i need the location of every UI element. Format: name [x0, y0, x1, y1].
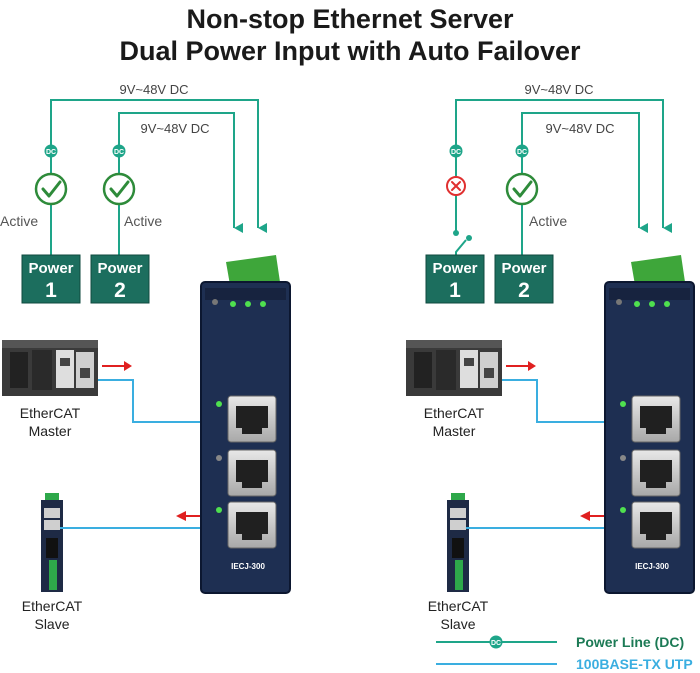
master-label-line1: EtherCAT — [20, 405, 81, 421]
iecj-300-switch: IECJ-300 — [604, 255, 695, 594]
legend-power-line-label: Power Line (DC) — [576, 634, 684, 650]
arrow-right-icon — [124, 361, 132, 371]
rj45-port-1 — [227, 395, 277, 443]
check-icon — [102, 172, 136, 206]
dc-badge-2: DC — [515, 144, 529, 158]
svg-text:Power: Power — [28, 260, 73, 277]
svg-text:DC: DC — [517, 149, 527, 156]
title-line-1: Non-stop Ethernet Server — [186, 4, 514, 34]
svg-text:1: 1 — [45, 279, 57, 302]
ethercat-master-device — [2, 340, 98, 396]
master-label-line1: EtherCAT — [424, 405, 485, 421]
rj45-port-1 — [631, 395, 681, 443]
svg-text:DC: DC — [114, 149, 124, 156]
svg-text:2: 2 — [114, 279, 126, 302]
svg-text:1: 1 — [449, 279, 461, 302]
svg-text:DC: DC — [451, 149, 461, 156]
legend-utp-label: 100BASE-TX UTP — [576, 656, 693, 672]
arrow-left-icon — [580, 511, 590, 521]
terminal-block — [631, 255, 685, 285]
status-active-2: Active — [124, 213, 162, 229]
status-active-2: Active — [529, 213, 567, 229]
ethercat-slave-device — [41, 493, 63, 592]
voltage-label-outer: 9V~48V DC — [524, 82, 593, 97]
power-line-2 — [118, 112, 243, 268]
power-line-2 — [521, 112, 648, 268]
voltage-label-inner: 9V~48V DC — [140, 121, 209, 136]
svg-text:DC: DC — [46, 149, 56, 156]
arrow-right-icon — [528, 361, 536, 371]
check-icon — [34, 172, 68, 206]
dc-badge: DC — [489, 635, 503, 649]
iecj-300-switch: IECJ-300 — [200, 255, 291, 594]
title-line-2: Dual Power Input with Auto Failover — [119, 36, 581, 66]
power-line-1 — [455, 99, 672, 233]
device-label: IECJ-300 — [231, 562, 265, 571]
rj45-port-3 — [631, 501, 681, 549]
rj45-port-2 — [227, 449, 277, 497]
fail-x-icon — [446, 176, 466, 196]
master-label-line2: Master — [433, 423, 476, 439]
svg-text:Power: Power — [432, 260, 477, 277]
slave-label-line2: Slave — [440, 616, 475, 632]
right-panel: 9V~48V DC 9V~48V DC DC DC Active Power 1… — [406, 82, 695, 632]
rj45-port-2 — [631, 449, 681, 497]
power-supply-1: Power 1 — [425, 254, 485, 304]
utp-cable-master — [98, 379, 228, 423]
utp-cable-master — [502, 379, 632, 423]
legend: DC Power Line (DC) 100BASE-TX UTP — [436, 634, 693, 672]
voltage-label-outer: 9V~48V DC — [119, 82, 188, 97]
slave-label-line1: EtherCAT — [428, 598, 489, 614]
status-active-1: Active — [0, 213, 38, 229]
switch-contact-lever — [466, 235, 472, 241]
dc-badge-1: DC — [449, 144, 463, 158]
svg-text:Power: Power — [97, 260, 142, 277]
slave-label-line1: EtherCAT — [22, 598, 83, 614]
left-panel: 9V~48V DC 9V~48V DC DC DC Active Active … — [0, 82, 291, 632]
power-supply-1: Power 1 — [21, 254, 81, 304]
master-label-line2: Master — [29, 423, 72, 439]
arrow-left-icon — [176, 511, 186, 521]
svg-text:DC: DC — [491, 640, 501, 647]
device-label: IECJ-300 — [635, 562, 669, 571]
terminal-block — [226, 255, 280, 285]
check-icon — [505, 172, 539, 206]
dc-badge-2: DC — [112, 144, 126, 158]
svg-text:Power: Power — [501, 260, 546, 277]
power-supply-2: Power 2 — [90, 254, 150, 304]
ethercat-slave-device — [447, 493, 469, 592]
power-supply-2: Power 2 — [494, 254, 554, 304]
ethercat-master-device — [406, 340, 502, 396]
dc-badge-1: DC — [44, 144, 58, 158]
switch-contact-top — [453, 230, 459, 236]
voltage-label-inner: 9V~48V DC — [545, 121, 614, 136]
rj45-port-3 — [227, 501, 277, 549]
slave-label-line2: Slave — [34, 616, 69, 632]
svg-text:2: 2 — [518, 279, 530, 302]
